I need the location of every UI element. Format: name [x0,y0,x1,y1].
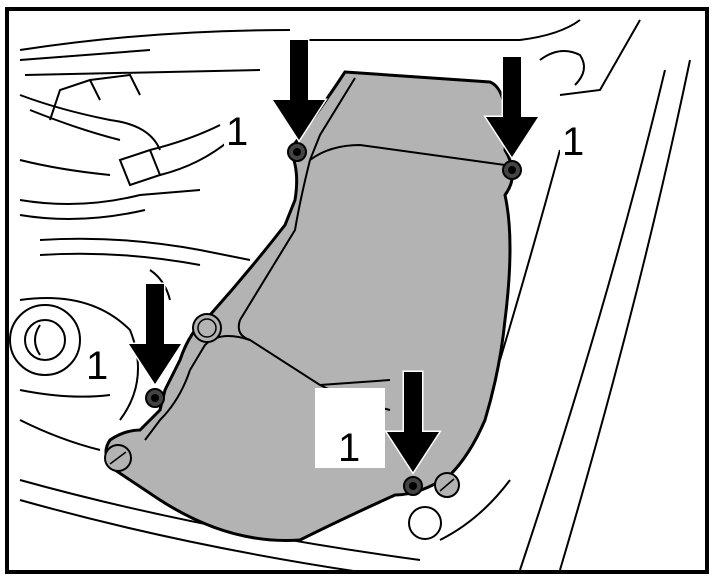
callout-label-3: 1 [84,344,111,388]
panel-contours [144,77,506,441]
background-linework [9,19,691,573]
callout-label-1: 1 [224,110,251,154]
bolt-icon [403,476,423,496]
down-arrow-icon [483,55,541,160]
panel-bosses [104,313,460,498]
callout-label-4: 1 [336,426,363,470]
cover-panel [104,70,514,542]
bolt-icon [502,160,522,180]
bolt-icon [145,388,165,408]
down-arrow-icon [270,38,328,143]
bolt-icon [287,142,307,162]
down-arrow-icon [384,370,442,475]
callout-label-2: 1 [560,120,587,164]
down-arrow-icon [126,282,184,387]
